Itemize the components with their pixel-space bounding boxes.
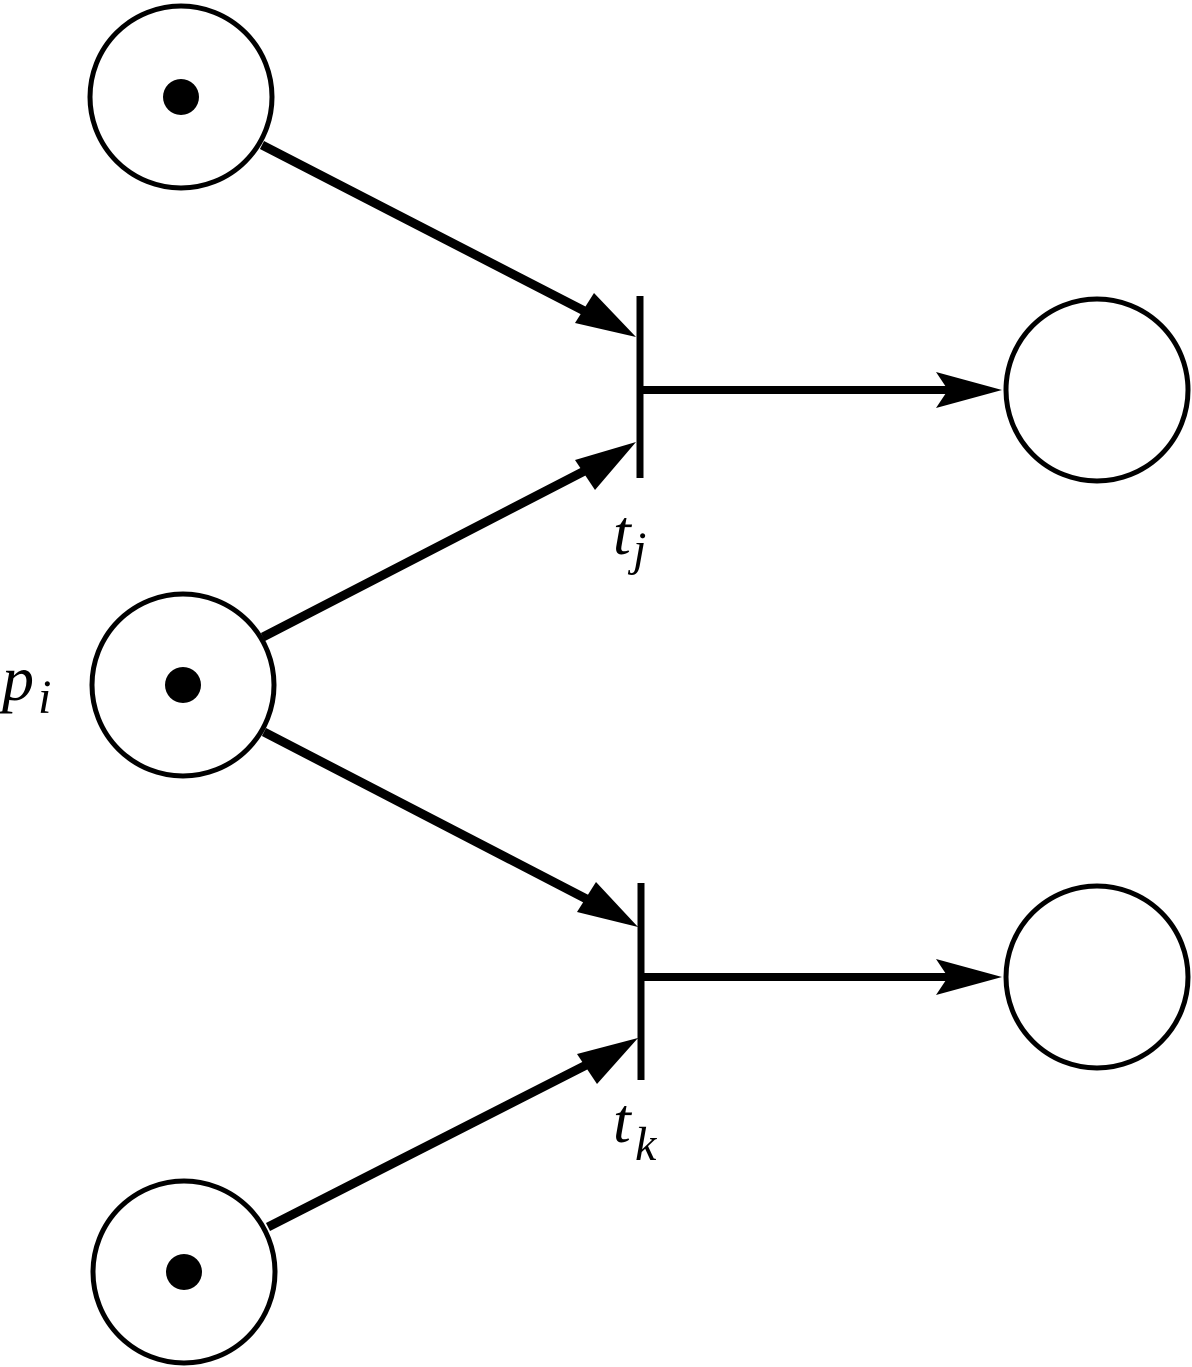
token <box>166 1254 202 1290</box>
arc-bottom-to-tk <box>265 1038 638 1232</box>
label-pi-main: p <box>0 643 34 714</box>
label-tk-sub: k <box>635 1118 658 1171</box>
arc-pi-to-tj <box>260 442 636 641</box>
place-output-k <box>1003 883 1191 1071</box>
token <box>165 667 201 703</box>
place-bottom <box>90 1178 278 1366</box>
place-top <box>87 3 275 191</box>
label-pi: p i <box>0 643 51 724</box>
arc-tj-to-out <box>642 372 1002 408</box>
arc-pi-to-tk <box>261 728 638 927</box>
label-tj: t j <box>613 497 646 576</box>
token <box>163 79 199 115</box>
label-pi-sub: i <box>38 671 51 724</box>
label-tk-main: t <box>613 1085 633 1156</box>
label-tj-main: t <box>613 497 633 568</box>
arc-top-to-tj <box>259 140 636 337</box>
place-pi <box>89 591 277 779</box>
place-output-j <box>1003 296 1191 484</box>
arc-tk-to-out <box>642 959 1002 995</box>
label-tk: t k <box>613 1085 658 1171</box>
